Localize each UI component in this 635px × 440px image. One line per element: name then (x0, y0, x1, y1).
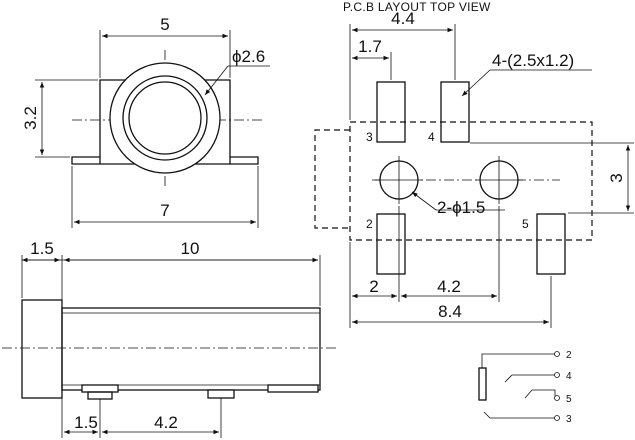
schematic-sleeve (478, 367, 487, 401)
side-flange (21, 299, 63, 399)
side-peg-1 (81, 384, 119, 393)
schematic-pin-2: 2 (566, 350, 572, 361)
dim-front-base-width: 7 (160, 201, 169, 220)
schematic-wire-5 (524, 389, 556, 399)
schematic-wire-4 (504, 374, 555, 383)
side-body (61, 307, 321, 391)
dim-pcb-offset-left: 2 (369, 277, 378, 296)
dim-pcb-total: 8.4 (438, 302, 462, 321)
dim-side-offset: 1.5 (30, 239, 54, 258)
side-view: 1.5 10 1.5 4.2 (2, 239, 336, 438)
schematic-pin-4: 4 (566, 371, 572, 382)
pcb-title: P.C.B LAYOUT TOP VIEW (343, 0, 491, 14)
pad-label-4: 4 (428, 130, 435, 144)
pcb-layout: P.C.B LAYOUT TOP VIEW 3 4 2 5 4.4 1.7 4-… (314, 0, 634, 328)
pcb-outline (349, 121, 593, 241)
side-terminal (267, 384, 319, 393)
dim-front-width: 5 (160, 15, 169, 34)
dim-pcb-span-top: 4.4 (391, 9, 415, 28)
pad-3 (376, 81, 406, 143)
pcb-flange-outline (314, 129, 350, 229)
dim-pcb-hole-pitch: 4.2 (437, 277, 461, 296)
pad-4 (440, 81, 470, 143)
schematic-wire-3 (483, 411, 555, 419)
dim-front-height: 3.2 (21, 106, 40, 130)
dim-pcb-pad-offset: 1.7 (358, 37, 382, 56)
dim-pcb-holes: 2-ϕ1.5 (437, 198, 485, 217)
pad-2 (376, 213, 406, 275)
schematic-wire-2 (481, 353, 555, 368)
dim-side-peg-pitch: 4.2 (154, 413, 178, 432)
dim-pcb-pad-size: 4-(2.5x1.2) (492, 51, 574, 70)
dim-pcb-pitch-vertical: 3 (607, 173, 626, 182)
pad-5 (536, 213, 566, 275)
dim-side-peg-offset: 1.5 (74, 413, 98, 432)
pad-label-2: 2 (366, 217, 373, 231)
dim-side-length: 10 (181, 239, 200, 258)
jack-hole (128, 81, 202, 155)
schematic-pin-3: 3 (566, 414, 572, 425)
schematic: 2 4 5 3 (478, 350, 572, 425)
schematic-pin-5: 5 (566, 394, 572, 405)
pad-label-5: 5 (522, 217, 529, 231)
jack-middle-ring (122, 75, 208, 161)
jack-outer-ring (109, 62, 221, 174)
dim-front-diameter: ϕ2.6 (232, 47, 265, 66)
side-peg-2 (207, 389, 235, 399)
pad-label-3: 3 (366, 130, 373, 144)
front-view: 5 ϕ2.6 3.2 7 (21, 15, 270, 228)
